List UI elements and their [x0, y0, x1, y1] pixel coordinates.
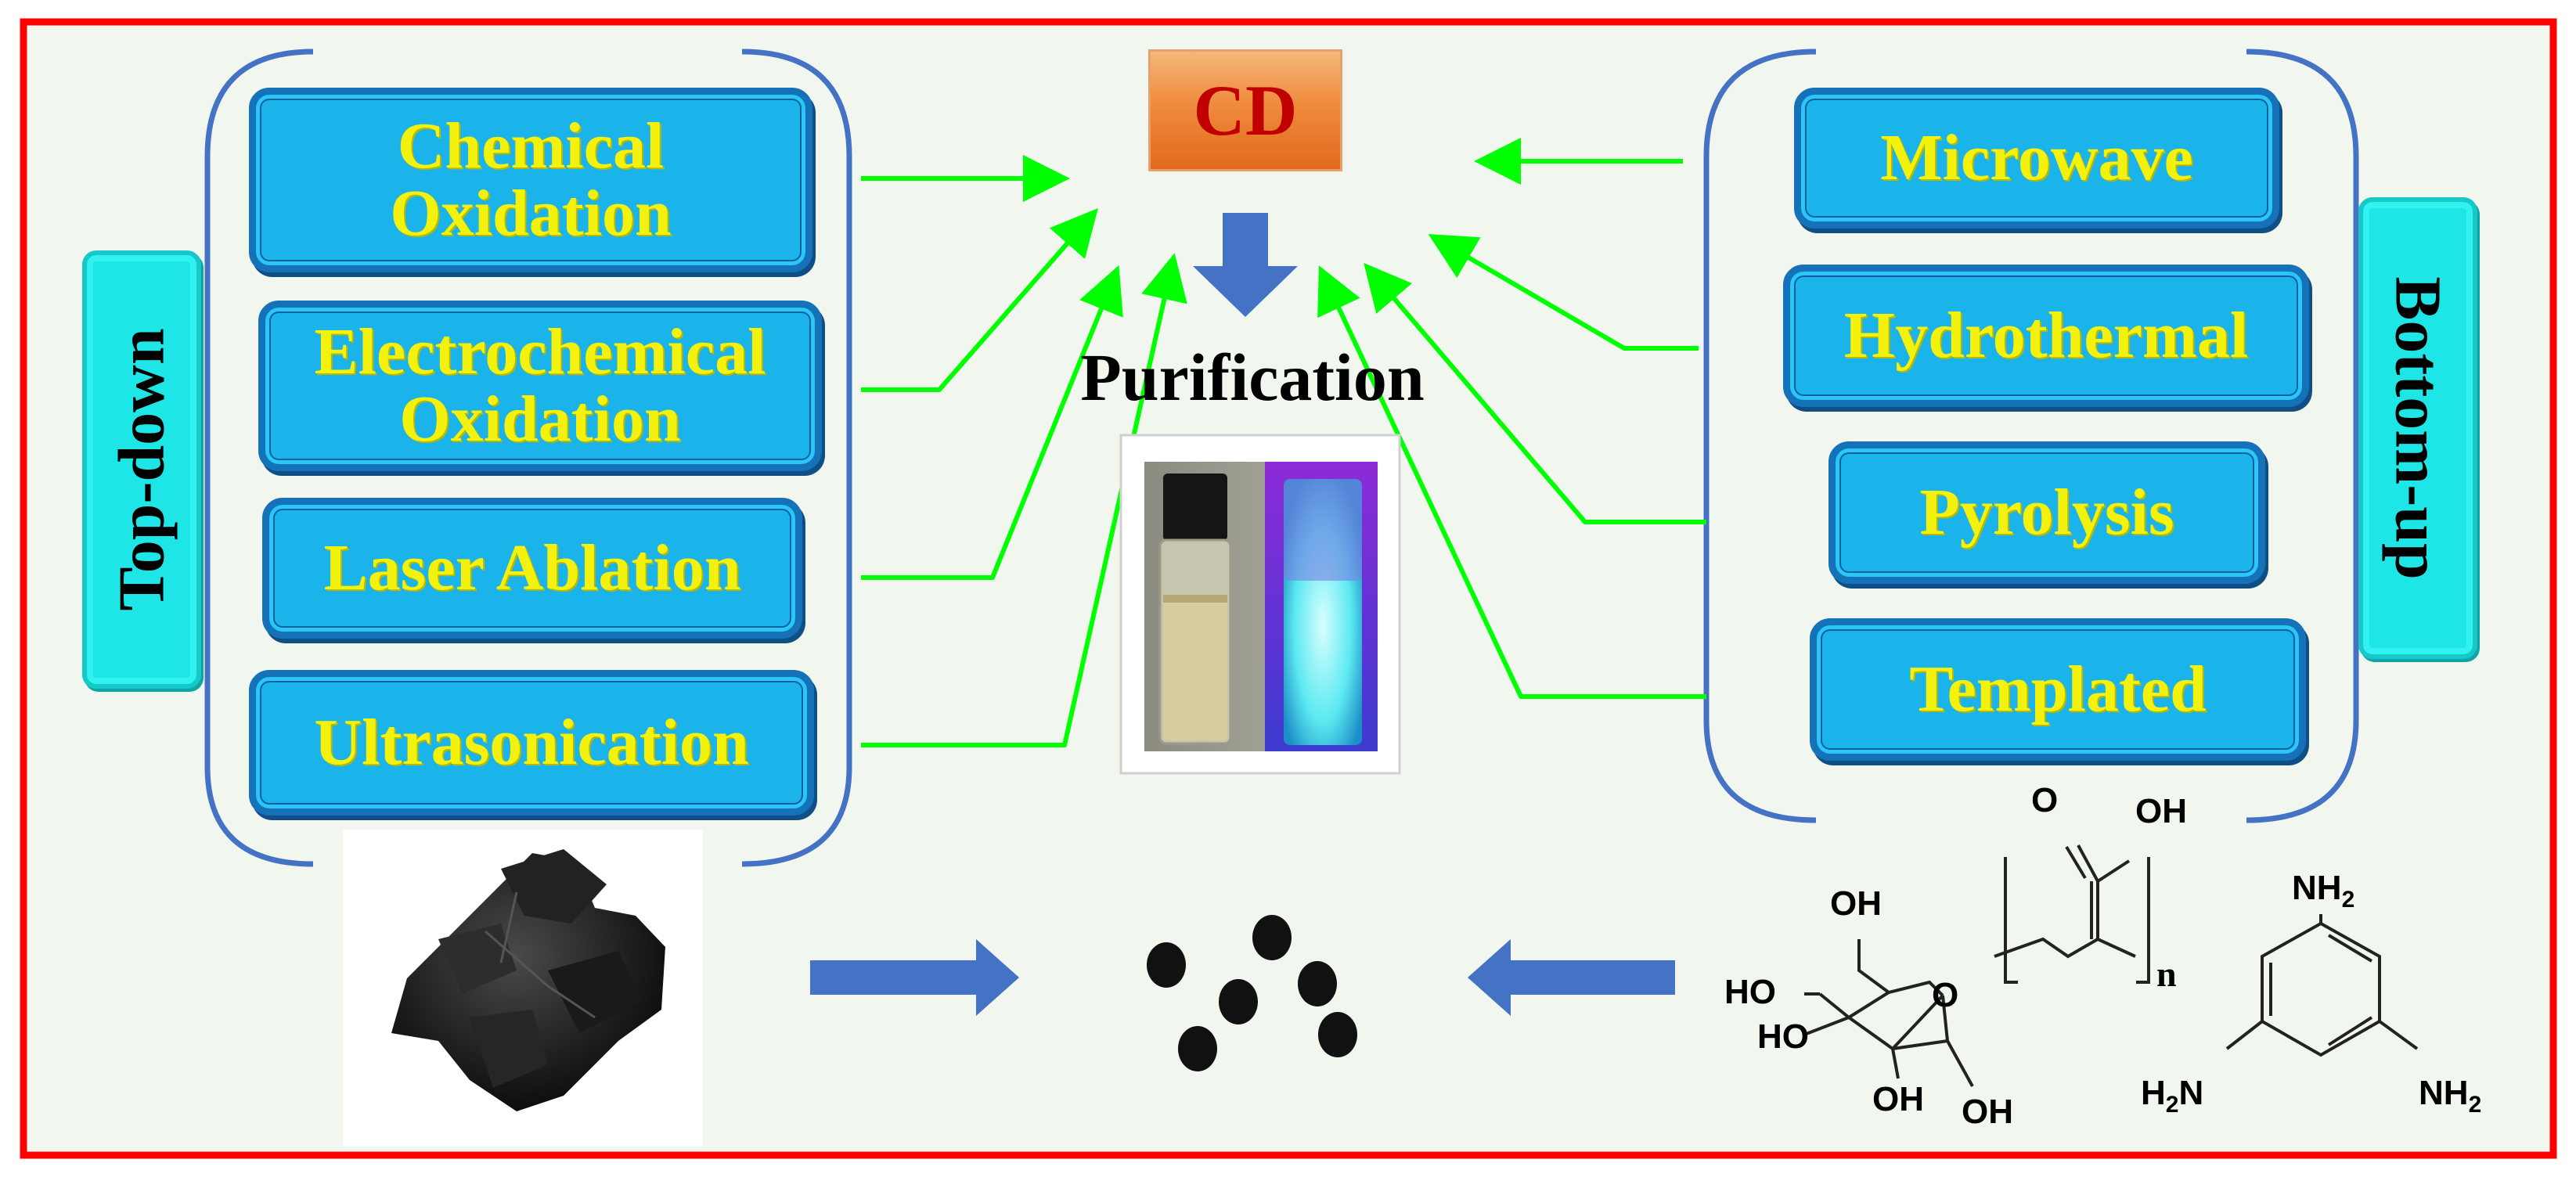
repeat-n: n — [2156, 954, 2177, 994]
purification-label: Purification — [1080, 340, 1425, 415]
atom-ho-2: HO — [1757, 1017, 1809, 1056]
arrow-pyrolysis — [1364, 262, 1706, 524]
atom-h2n-left: H2N — [2141, 1074, 2204, 1118]
cd-label: CD — [1193, 70, 1298, 150]
right-bracket-open — [1703, 49, 1817, 823]
atom-oh-bottom-2: OH — [1962, 1093, 2013, 1131]
charcoal-image — [343, 830, 703, 1147]
method-laser-ablation: Laser Ablation — [262, 498, 802, 639]
method-pyrolysis: Pyrolysis — [1828, 441, 2265, 584]
method-line: Electrochemical — [314, 315, 766, 389]
arrow-electrochemical-oxidation — [861, 207, 1098, 392]
acrylic-acid-structure — [1994, 844, 2150, 984]
atom-o: O — [2031, 781, 2059, 819]
arrow-bottomup-to-dots — [1468, 939, 1675, 1016]
atom-oh: OH — [2135, 792, 2187, 830]
method-ultrasonication: Ultrasonication — [249, 670, 814, 816]
arrow-templated — [1317, 265, 1706, 699]
method-templated: Templated — [1810, 618, 2306, 761]
bottom-up-label: Bottom-up — [2381, 276, 2455, 580]
method-line: Hydrothermal — [1843, 299, 2249, 373]
method-line: Laser Ablation — [323, 531, 741, 605]
cd-product-box: CD — [1151, 52, 1340, 169]
carbon-dots — [1147, 915, 1357, 1071]
vials-photo — [1119, 434, 1401, 775]
glucose-structure — [1803, 939, 1974, 1087]
arrow-hydrothermal — [1428, 233, 1699, 351]
arrow-topdown-to-dots — [810, 939, 1019, 1016]
arrow-laser-ablation — [861, 265, 1123, 580]
right-bracket-close — [2246, 49, 2359, 823]
method-line: Microwave — [1880, 121, 2193, 195]
atom-o-ring: O — [1932, 976, 1959, 1014]
atom-nh2-right: NH2 — [2419, 1074, 2482, 1118]
purification-down-arrow — [1193, 213, 1298, 317]
arrow-ultrasonication — [861, 253, 1187, 747]
bottom-up-label-box: Bottom-up — [2358, 197, 2477, 659]
atom-oh-top: OH — [1830, 884, 1882, 923]
atom-ho-1: HO — [1724, 973, 1776, 1011]
method-line: Oxidation — [390, 177, 672, 250]
atom-nh2-top: NH2 — [2292, 869, 2355, 913]
method-line: Templated — [1909, 653, 2207, 726]
atom-oh-bottom-1: OH — [1872, 1080, 1924, 1118]
left-bracket-open — [204, 49, 314, 867]
method-line: Chemical — [397, 110, 665, 183]
method-hydrothermal: Hydrothermal — [1783, 265, 2309, 407]
top-down-label-box: Top-down — [82, 250, 201, 689]
method-microwave: Microwave — [1794, 88, 2279, 229]
method-line: Oxidation — [399, 383, 681, 455]
vial-cap — [1163, 473, 1227, 541]
triaminobenzene-structure — [2225, 914, 2419, 1057]
top-down-label: Top-down — [105, 328, 178, 611]
left-bracket-close — [741, 49, 852, 867]
method-line: Pyrolysis — [1919, 476, 2174, 549]
method-line: Ultrasonication — [314, 706, 749, 780]
